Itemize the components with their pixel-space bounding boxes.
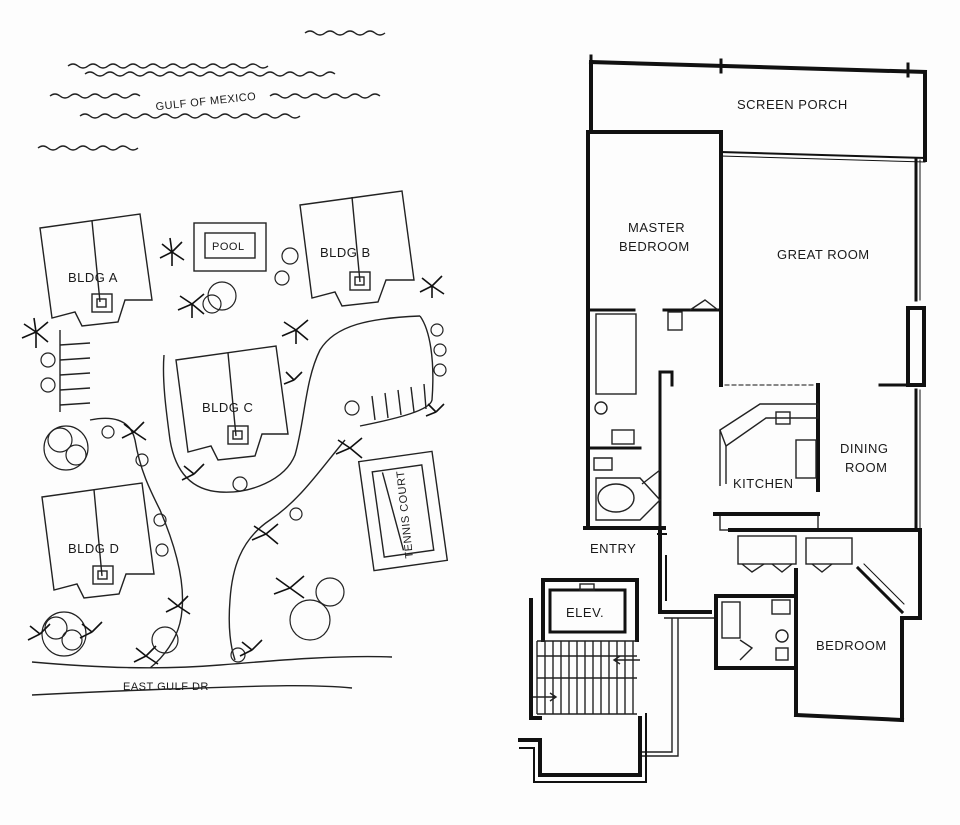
- bldg-d-label: BLDG D: [68, 541, 119, 556]
- east-gulf-dr-label: EAST GULF DR: [123, 681, 209, 693]
- elevator-label: ELEV.: [566, 605, 604, 620]
- master-bedroom-label-1: MASTER: [628, 220, 685, 235]
- building-c: [175, 345, 289, 461]
- east-gulf-drive-south-edge: [31, 685, 353, 696]
- dining-room-label-1: DINING: [840, 441, 889, 456]
- bldg-a-label: BLDG A: [68, 270, 118, 285]
- dining-room-label-2: ROOM: [845, 460, 887, 475]
- bedroom-label: BEDROOM: [816, 638, 887, 653]
- parking-stalls-west: [59, 330, 91, 412]
- great-room-label: GREAT ROOM: [777, 247, 870, 262]
- bldg-c-label: BLDG C: [202, 400, 253, 415]
- kitchen-label: KITCHEN: [733, 476, 794, 491]
- exterior-walls: [518, 54, 928, 783]
- site-plan: GULF OF MEXICO BLDG A POOL BLDG B: [21, 30, 449, 696]
- gulf-waves: [37, 30, 386, 151]
- building-b: [299, 190, 415, 307]
- gulf-of-mexico-label: GULF OF MEXICO: [155, 91, 257, 114]
- entry-label: ENTRY: [590, 541, 636, 556]
- pool-label: POOL: [212, 241, 245, 253]
- palm-trees: [21, 237, 445, 665]
- screen-porch-label: SCREEN PORCH: [737, 97, 848, 112]
- parking-stalls-east: [359, 315, 434, 427]
- tennis-court: [357, 450, 449, 572]
- bldg-b-label: BLDG B: [320, 245, 371, 260]
- tennis-court-label: TENNIS COURT: [395, 470, 416, 559]
- east-gulf-drive-north-edge: [31, 655, 393, 669]
- building-a: [39, 213, 153, 327]
- landscaping: [40, 247, 447, 663]
- floor-plan: SCREEN PORCH MASTER BEDROOM GREAT ROOM D…: [518, 54, 928, 783]
- master-bedroom-label-2: BEDROOM: [619, 239, 690, 254]
- building-d: [41, 482, 155, 599]
- stair-treads: [530, 640, 640, 715]
- pool: [193, 222, 267, 272]
